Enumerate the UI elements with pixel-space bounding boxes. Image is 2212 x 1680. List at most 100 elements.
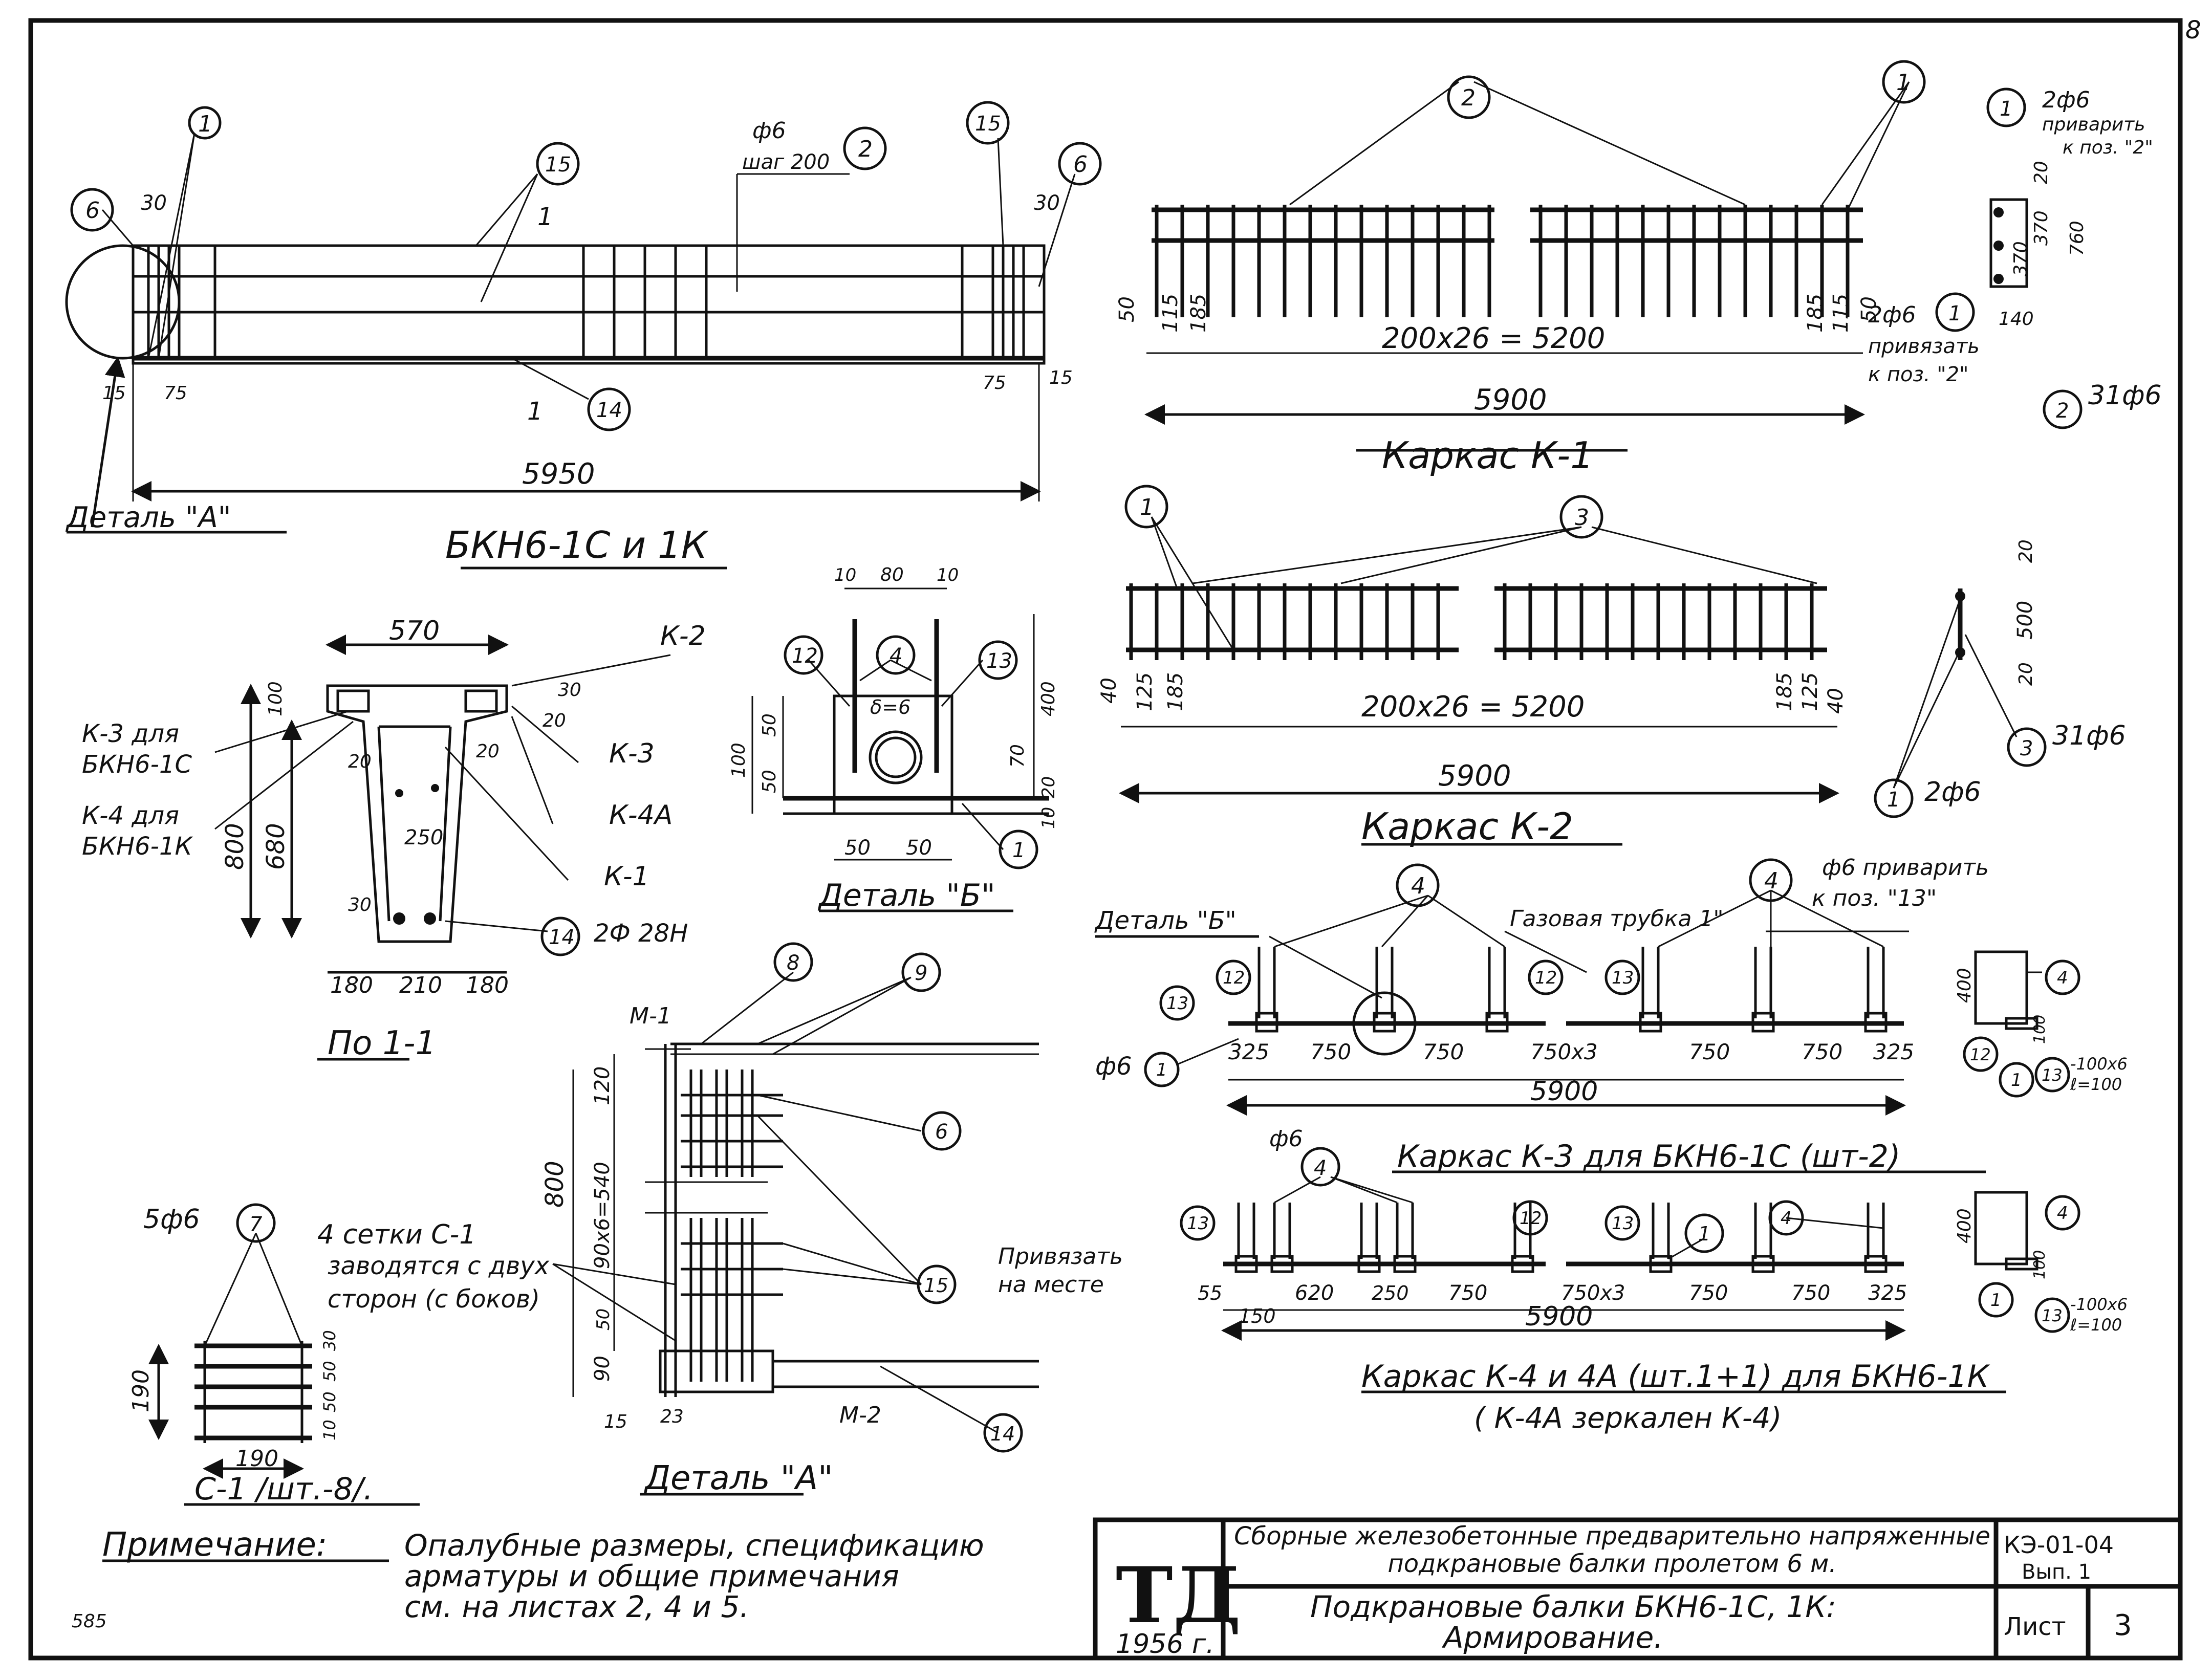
detail-b-bottom-50a: 50 [844, 836, 871, 860]
detail-b-dim-50b: 50 [759, 770, 780, 793]
callout-beam-15a: 15 [545, 153, 571, 177]
callout-k4-4b: 4 [1781, 1208, 1792, 1229]
k3-length: 5900 [1530, 1076, 1598, 1107]
code-stamp: 585 [72, 1611, 107, 1632]
section-1-1-drawing [214, 635, 671, 1061]
k3-plate-len: ℓ=100 [2070, 1075, 2122, 1094]
section-dim-30b: 30 [348, 894, 372, 915]
k4-plate: -100x6 [2070, 1295, 2128, 1314]
k2-top-bars: 2ф6 [1924, 777, 1981, 808]
k3-side-dim-400: 400 [1954, 968, 1975, 1003]
detail-b-dim-10: 10 [1038, 807, 1059, 829]
k4-side-dim-400: 400 [1954, 1208, 1975, 1243]
frame-k1-drawing [1144, 60, 2083, 452]
detail-b-dim-10b: 10 [937, 565, 959, 585]
detail-b-dim-100: 100 [728, 743, 749, 778]
frame-k2-drawing [1119, 485, 2047, 846]
section-k3-for: К-3 для [82, 719, 179, 748]
callout-beam-6b: 6 [1073, 151, 1088, 178]
series-title: Сборные железобетонные предварительно на… [1234, 1522, 1990, 1578]
section-k4a: К-4А [609, 800, 673, 831]
beam-dim-15-right: 15 [1049, 367, 1073, 388]
frame-k4-subtitle: ( К-4А зеркален К-4) [1474, 1402, 1782, 1435]
k3-dim-325a: 325 [1228, 1039, 1269, 1064]
frame-k1-dim-50b: 50 [1857, 296, 1881, 322]
callout-detail-a-9: 9 [915, 962, 927, 985]
k4-dim-750b: 750 [1689, 1281, 1728, 1305]
note-line2: арматуры и общие примечания [404, 1559, 899, 1594]
callout-beam-14: 14 [596, 399, 622, 422]
section-k1: К-1 [604, 861, 649, 892]
callout-k3-4b: 4 [1764, 868, 1779, 894]
frame-k2-length: 5900 [1438, 759, 1511, 793]
section-dim-20b: 20 [348, 751, 372, 772]
frame-k1-length: 5900 [1474, 383, 1547, 417]
callout-k1-side-2: 2 [2056, 399, 2069, 423]
k1-side-dim-760: 760 [2067, 221, 2088, 256]
callout-k1-side-1a: 1 [2000, 97, 2012, 121]
mesh-c1-drawing [148, 1203, 420, 1506]
detail-a-title: Деталь "А" [643, 1459, 833, 1497]
callout-detail-b-4: 4 [890, 644, 902, 668]
k3-side-dim-100: 100 [2031, 1015, 2049, 1044]
k3-weld-note2: к поз. "13" [1812, 885, 1937, 911]
k1-bar-count: 31ф6 [2088, 380, 2162, 411]
detail-b-dim-50a: 50 [759, 713, 780, 737]
k3-dim-750a: 750 [1310, 1039, 1351, 1064]
mesh-dim-30: 30 [320, 1330, 339, 1351]
sheet-title-line1: Подкрановые балки БКН6-1С, 1К: [1310, 1589, 1836, 1624]
callout-k4-4a: 4 [1314, 1157, 1327, 1180]
callout-k2-side-3: 3 [2020, 737, 2033, 760]
k1-side-dim-20: 20 [2031, 161, 2052, 184]
frame-k2-title: Каркас К-2 [1361, 805, 1573, 848]
detail-b-dim-70: 70 [1007, 744, 1028, 768]
callout-k2-3: 3 [1575, 505, 1589, 531]
section-dim-20a: 20 [543, 710, 566, 731]
detail-b-dim-10a: 10 [834, 565, 856, 585]
callout-k3-13b: 13 [1612, 968, 1634, 988]
callout-k4-1: 1 [1698, 1223, 1710, 1245]
section-web: 250 [404, 826, 443, 849]
detail-b-dim-400: 400 [1038, 681, 1059, 716]
mesh-bars: 5ф6 [143, 1204, 200, 1235]
bar2-label: ф6 [752, 118, 786, 144]
detail-a-m2: М-2 [839, 1402, 881, 1428]
frame-k1-dim-115b: 115 [1829, 294, 1853, 333]
k1-side-dim-370a: 370 [2031, 210, 2052, 246]
callout-k4-side-1: 1 [1990, 1290, 2002, 1311]
k4-dim-55: 55 [1198, 1282, 1222, 1304]
detail-b-dim-80: 80 [880, 564, 904, 585]
detail-a-dim-90: 90 [591, 1356, 614, 1382]
callout-k3-1: 1 [1156, 1060, 1167, 1080]
k2-bar-count: 31ф6 [2052, 721, 2126, 751]
k4-dim-150: 150 [1239, 1305, 1276, 1327]
detail-a-tie-note2: на месте [998, 1272, 1104, 1298]
section-bottom-180a: 180 [330, 972, 373, 998]
section-dim-100: 100 [265, 681, 286, 716]
detail-b-delta: δ=6 [870, 696, 910, 718]
k3-dim-750c: 750 [1689, 1039, 1730, 1064]
k1-side-dim-370b: 370 [2010, 241, 2031, 276]
note-line1: Опалубные размеры, спецификацию [404, 1528, 984, 1563]
callout-detail-a-15: 15 [924, 1274, 948, 1297]
beam-title: БКН6-1С и 1К [445, 523, 709, 566]
callout-k3-side-4: 4 [2057, 968, 2068, 988]
frame-k2-dim-185b: 185 [1773, 672, 1796, 711]
detail-b-title: Деталь "Б" [817, 878, 995, 913]
title-block [1093, 1517, 2183, 1661]
callout-beam-6a: 6 [85, 198, 100, 224]
frame-k1-dim-185a: 185 [1187, 294, 1210, 333]
k1-side-note6: к поз. "2" [1868, 363, 1968, 386]
frame-k1-dim-115a: 115 [1159, 294, 1182, 333]
detail-a-dim-23: 23 [660, 1406, 684, 1427]
callout-k3-12b: 12 [1535, 968, 1557, 988]
beam-dim-30-left: 30 [141, 191, 167, 215]
frame-k2-dim-125b: 125 [1798, 672, 1822, 711]
k1-side-dim-140: 140 [1999, 309, 2034, 330]
frame-k3-drawing [1095, 858, 2080, 1173]
detail-a-dim-120: 120 [591, 1066, 614, 1105]
section-k4-beam: БКН6-1К [82, 832, 193, 861]
callout-mesh-7: 7 [249, 1213, 263, 1236]
k4-plate-len: ℓ=100 [2070, 1315, 2122, 1335]
k1-side-note2: приварить [2042, 114, 2145, 135]
